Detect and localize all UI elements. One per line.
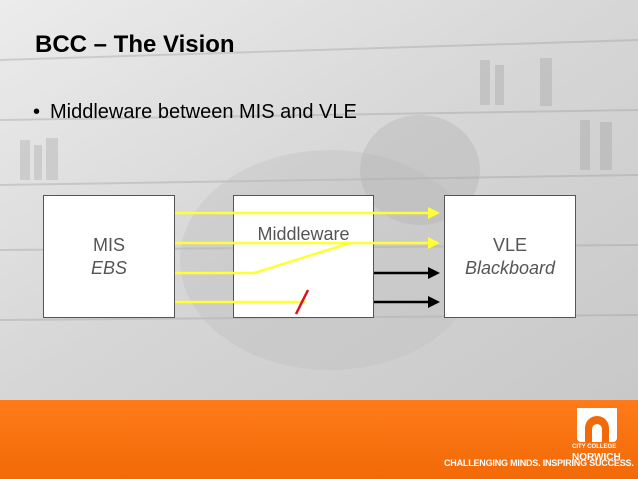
vle-label: VLE bbox=[445, 235, 575, 256]
blackboard-label: Blackboard bbox=[445, 258, 575, 279]
vle-box: VLE Blackboard bbox=[444, 195, 576, 318]
slide-title: BCC – The Vision bbox=[35, 31, 235, 59]
bullet-text: Middleware between MIS and VLE bbox=[50, 101, 357, 123]
bullet-item: • Middleware between MIS and VLE bbox=[33, 101, 357, 124]
footer-tagline: CHALLENGING MINDS. INSPIRING SUCCESS. bbox=[444, 458, 634, 468]
college-name-small: CITY COLLEGE bbox=[572, 444, 616, 450]
ebs-label: EBS bbox=[44, 258, 174, 279]
middleware-box: Middleware bbox=[233, 195, 374, 318]
city-college-logo-icon bbox=[572, 406, 622, 444]
bullet-dot: • bbox=[33, 101, 40, 123]
mis-box: MIS EBS bbox=[43, 195, 175, 318]
mis-label: MIS bbox=[44, 235, 174, 256]
middleware-label: Middleware bbox=[234, 224, 373, 245]
